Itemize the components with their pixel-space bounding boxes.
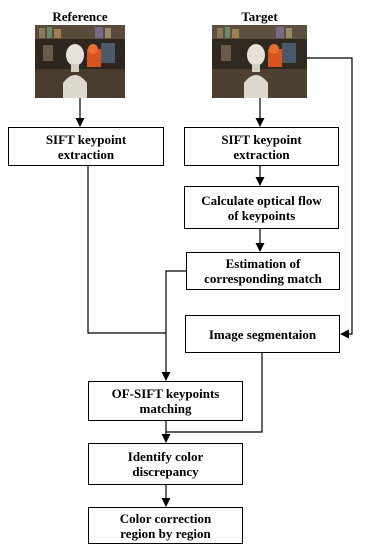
of-sift-matching-box: OF-SIFT keypoints matching (88, 381, 243, 421)
line-segmentation-to-identify (166, 353, 263, 433)
color-correction-box: Color correction region by region (88, 507, 243, 544)
reference-image (35, 25, 125, 98)
optical-flow-box: Calculate optical flow of keypoints (184, 186, 339, 229)
sift-extraction-reference-box: SIFT keypoint extraction (8, 127, 164, 166)
sift-extraction-target-box: SIFT keypoint extraction (184, 127, 339, 166)
target-image (212, 25, 307, 98)
reference-label: Reference (52, 9, 108, 24)
image-segmentation-box: Image segmentaion (185, 315, 340, 353)
arrow-tgt-image-to-segmentation (307, 57, 353, 339)
identify-color-discrepancy-box: Identify color discrepancy (88, 443, 243, 485)
reference-photo (35, 25, 125, 98)
estimation-box: Estimation of corresponding match (186, 252, 340, 290)
target-photo (212, 25, 307, 98)
arrow-estimation-to-matching (161, 270, 186, 381)
target-label: Target (241, 9, 278, 24)
line-ref-sift-to-matching (87, 166, 166, 334)
